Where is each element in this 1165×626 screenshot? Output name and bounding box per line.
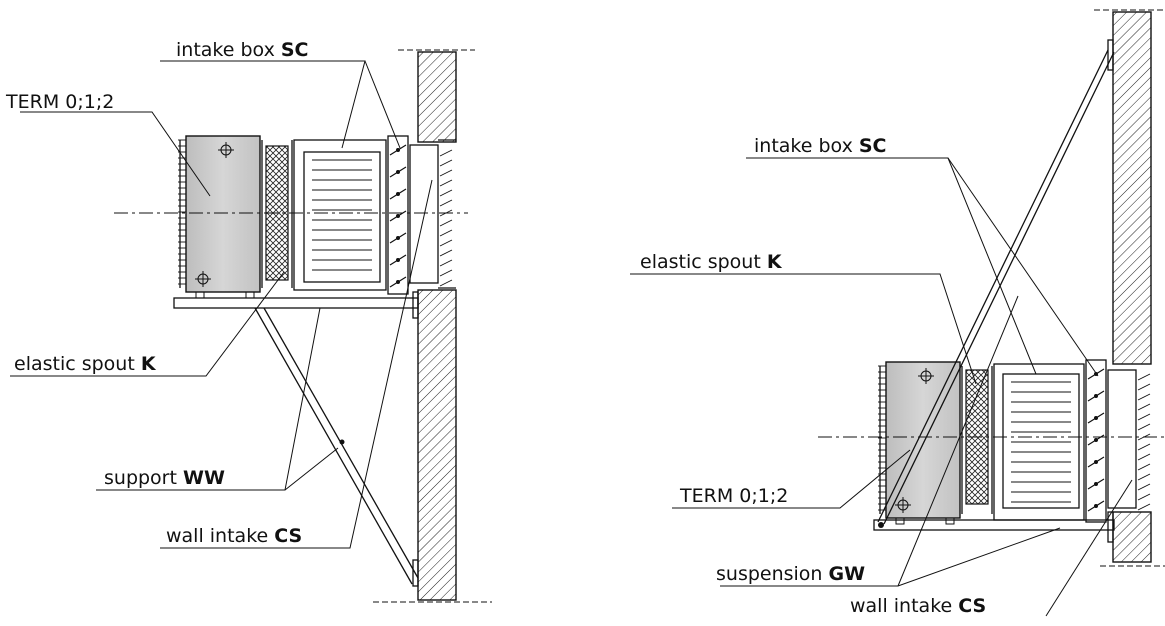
left-installation: TERM 0;1;2 intake box SC elastic spout K… bbox=[5, 39, 492, 603]
svg-text:wall intake CS: wall intake CS bbox=[166, 525, 302, 547]
right-wall bbox=[1094, 9, 1165, 567]
svg-text:support WW: support WW bbox=[104, 467, 225, 489]
left-label-intake-box: intake box SC bbox=[160, 39, 401, 149]
right-heater-unit bbox=[878, 361, 961, 525]
left-label-wall-intake: wall intake CS bbox=[160, 179, 433, 549]
right-label-suspension: suspension GW bbox=[716, 295, 1061, 587]
left-label-term: TERM 0;1;2 bbox=[5, 91, 211, 197]
left-support-bracket bbox=[173, 291, 419, 587]
left-label-support: support WW bbox=[96, 307, 339, 491]
right-label-term: TERM 0;1;2 bbox=[672, 449, 911, 509]
left-heater-fins bbox=[178, 139, 186, 285]
right-suspension bbox=[873, 39, 1115, 543]
right-label-elastic-spout: elastic spout K bbox=[630, 251, 977, 385]
right-label-wall-intake: wall intake CS bbox=[850, 479, 1133, 617]
left-label-elastic-spout: elastic spout K bbox=[10, 271, 285, 377]
right-term-label: TERM 0;1;2 bbox=[679, 485, 788, 507]
left-term-label: TERM 0;1;2 bbox=[5, 91, 114, 113]
svg-text:suspension GW: suspension GW bbox=[716, 563, 865, 585]
left-damper bbox=[387, 135, 409, 295]
svg-text:elastic spout K: elastic spout K bbox=[14, 353, 157, 375]
svg-text:intake box SC: intake box SC bbox=[754, 135, 887, 157]
svg-text:wall intake CS: wall intake CS bbox=[850, 595, 986, 617]
left-intake-box bbox=[293, 139, 387, 291]
svg-text:intake box SC: intake box SC bbox=[176, 39, 309, 61]
right-wall-intake bbox=[1107, 369, 1151, 511]
left-wall bbox=[373, 49, 492, 603]
left-wall-intake bbox=[409, 139, 456, 289]
right-label-intake-box: intake box SC bbox=[746, 135, 1099, 377]
right-intake-box bbox=[993, 363, 1085, 521]
right-installation: intake box SC elastic spout K TERM 0;1;2… bbox=[630, 9, 1165, 617]
svg-text:elastic spout K: elastic spout K bbox=[640, 251, 783, 273]
left-heater-unit bbox=[178, 135, 261, 299]
right-damper bbox=[1085, 359, 1107, 523]
